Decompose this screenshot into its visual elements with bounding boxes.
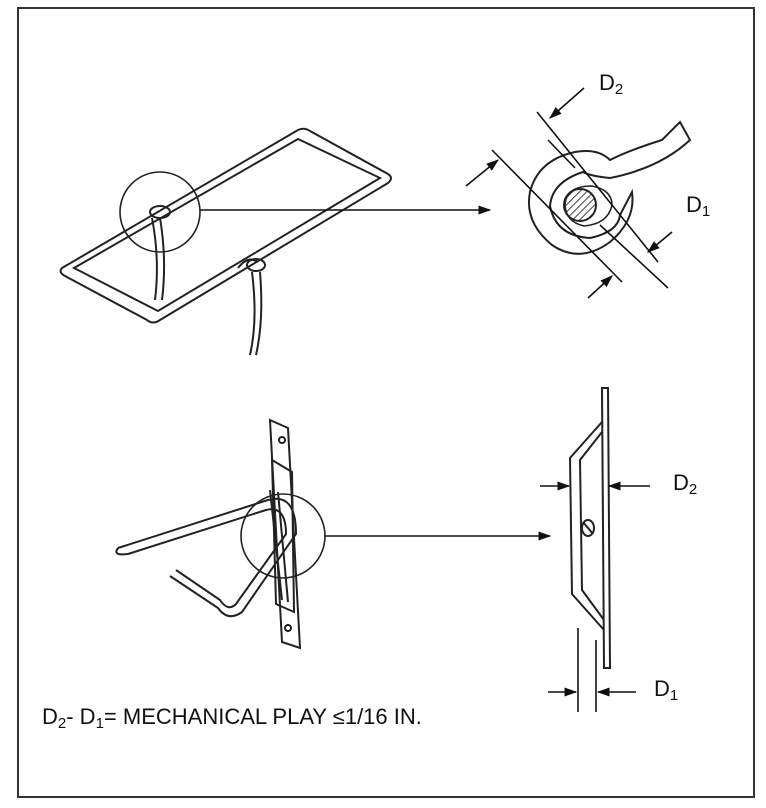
side-dimension-d1 — [548, 628, 636, 712]
triangle-bail-isometric — [115, 418, 302, 650]
top-d1-label: D1 — [686, 192, 710, 220]
side-d1-label: D1 — [654, 676, 678, 704]
top-d2-label: D2 — [599, 70, 623, 98]
detail-circle-top — [119, 171, 201, 253]
side-section-detail — [568, 387, 612, 669]
mechanical-play-note: D2- D1= MECHANICAL PLAY ≤1/16 IN. — [42, 704, 422, 732]
top-dimension-d1 — [547, 139, 673, 289]
wire-bail-isometric — [59, 127, 392, 356]
top-dimension-d2 — [465, 87, 659, 299]
drawing-border — [17, 7, 755, 798]
side-d2-label: D2 — [673, 470, 697, 498]
